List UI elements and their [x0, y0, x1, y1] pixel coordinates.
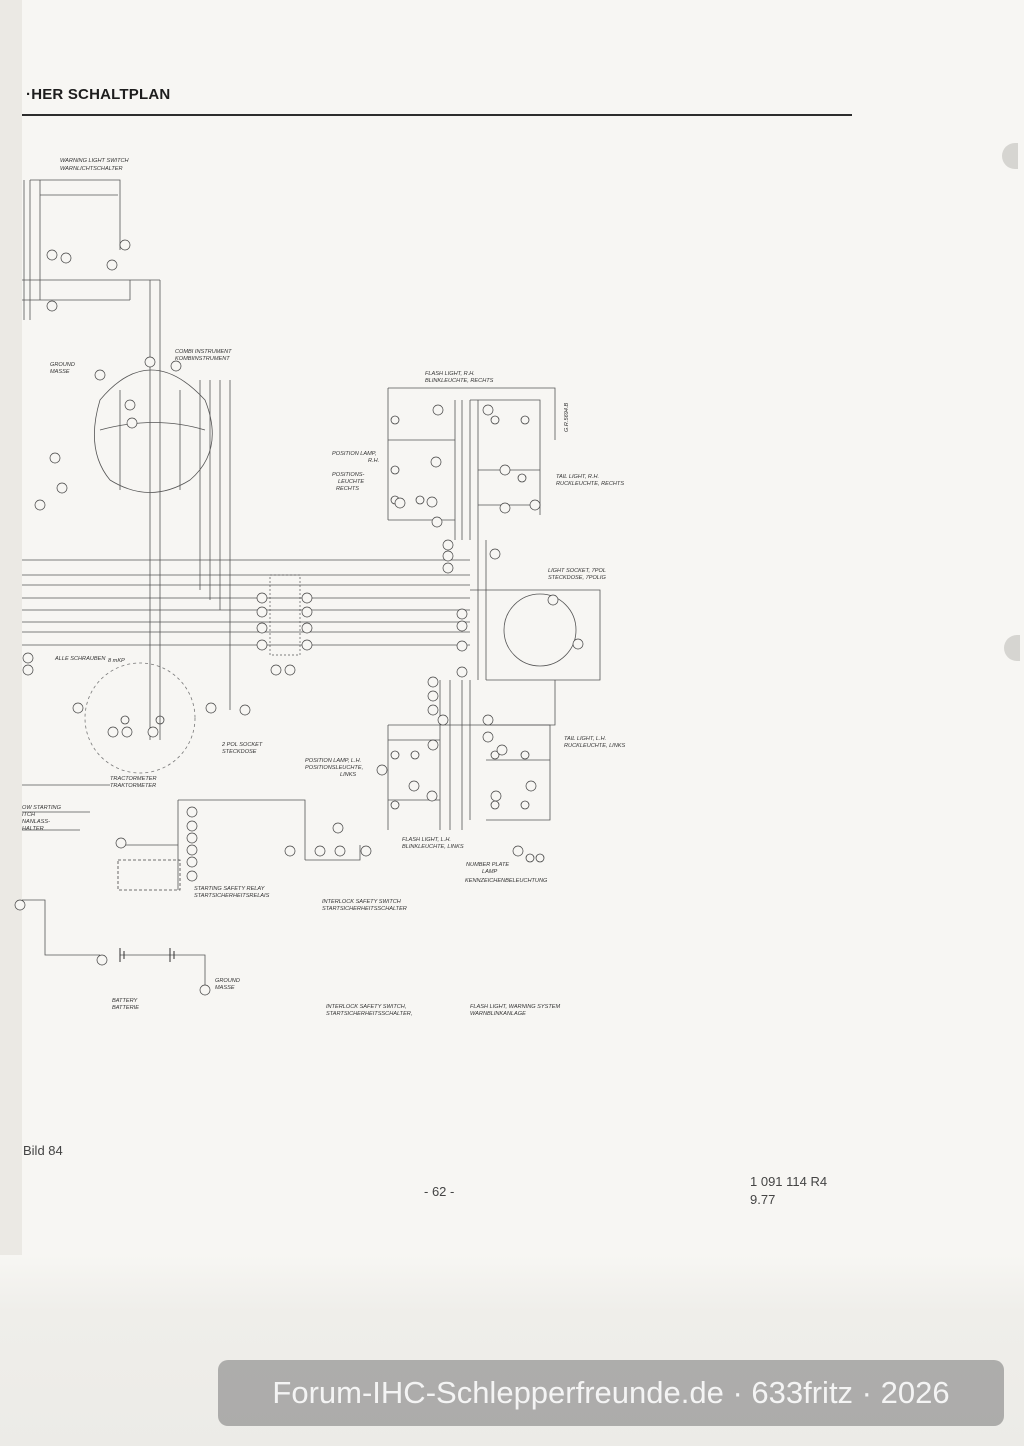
label-starting-safety-relay-de: STARTSICHERHEITSRELAIS: [194, 893, 270, 899]
label-position-lamp-rh-1: POSITION LAMP,: [332, 451, 376, 457]
label-part-number-vertical: G.R.5694.B: [564, 403, 570, 432]
label-flash-light-rh-en: FLASH LIGHT, R.H.: [425, 371, 475, 377]
label-position-lamp-rh-5: RECHTS: [336, 486, 359, 492]
label-position-lamp-lh-2: POSITIONSLEUCHTE,: [305, 765, 363, 771]
label-starting-safety-relay-en: STARTING SAFETY RELAY: [194, 886, 266, 892]
label-position-lamp-lh-1: POSITION LAMP, L.H.: [305, 758, 361, 764]
label-position-lamp-rh-2: R.H.: [368, 458, 379, 464]
label-number-plate-1: NUMBER PLATE: [466, 862, 509, 868]
label-flash-warning-en: FLASH LIGHT, WARNING SYSTEM: [470, 1004, 560, 1010]
label-2pol-socket-de: STECKDOSE: [222, 749, 257, 755]
label-combi-instrument-en: COMBI INSTRUMENT: [175, 349, 232, 355]
document-date: 9.77: [750, 1192, 776, 1207]
label-starting-switch-2: ITCH: [22, 812, 36, 818]
label-interlock-footer-de: STARTSICHERHEITSSCHALTER,: [326, 1011, 412, 1017]
tractormeter-graphic: [84, 662, 196, 774]
label-interlock-switch-en: INTERLOCK SAFETY SWITCH: [322, 899, 402, 905]
connector-block: [269, 574, 301, 656]
label-number-plate-3: KENNZEICHENBELEUCHTUNG: [465, 878, 548, 884]
document-number: 1 091 114 R4: [750, 1174, 828, 1189]
figure-label: Bild 84: [23, 1143, 63, 1158]
label-alle-schrauben: ALLE SCHRAUBEN: [54, 656, 106, 662]
label-ground-top-en: GROUND: [50, 362, 75, 368]
label-starting-switch-3: NANLASS-: [22, 819, 50, 825]
title-rule: [22, 114, 852, 116]
terminal-circles: [14, 239, 584, 996]
label-tractormeter-en: TRACTORMETER: [110, 776, 157, 782]
label-interlock-footer-en: INTERLOCK SAFETY SWITCH,: [326, 1004, 406, 1010]
binder-hole-middle: [1004, 635, 1020, 661]
label-tail-light-rh-en: TAIL LIGHT, R.H.: [556, 474, 599, 480]
label-number-plate-2: LAMP: [482, 869, 498, 875]
label-warning-light-switch-en: WARNING LIGHT SWITCH: [60, 158, 130, 164]
page-number: - 62 -: [424, 1184, 455, 1199]
label-ground-bottom-de: MASSE: [215, 985, 235, 991]
combi-instrument-graphic: [94, 369, 213, 493]
label-tail-light-lh-de: RUCKLEUCHTE, LINKS: [564, 743, 626, 749]
label-light-socket-de: STECKDOSE, 7POLIG: [548, 575, 606, 581]
label-position-lamp-rh-3: POSITIONS-: [332, 472, 364, 478]
label-battery-de: BATTERIE: [112, 1005, 139, 1011]
light-socket-graphic: [503, 593, 577, 667]
label-tractormeter-de: TRAKTORMETER: [110, 783, 156, 789]
label-warning-light-switch-de: WARNLICHTSCHALTER: [60, 166, 123, 172]
label-alle-schrauben-torque: 8 mKP: [108, 658, 125, 664]
label-tail-light-lh-en: TAIL LIGHT, L.H.: [564, 736, 606, 742]
label-ground-bottom-en: GROUND: [215, 978, 240, 984]
label-starting-switch-4: HALTER: [22, 826, 44, 832]
watermark-banner: Forum-IHC-Schlepperfreunde.de · 633fritz…: [218, 1360, 1004, 1426]
label-ground-top-de: MASSE: [50, 369, 70, 375]
binder-hole-top: [1002, 143, 1018, 169]
label-position-lamp-lh-3: LINKS: [340, 772, 356, 778]
label-light-socket-en: LIGHT SOCKET, 7POL: [548, 568, 606, 574]
label-battery-en: BATTERY: [112, 998, 138, 1004]
label-starting-switch-1: OW STARTING: [22, 805, 62, 811]
label-2pol-socket-en: 2 POL SOCKET: [221, 742, 263, 748]
label-flash-warning-de: WARNBLINKANLAGE: [470, 1011, 526, 1017]
label-position-lamp-rh-4: LEUCHTE: [338, 479, 364, 485]
label-interlock-switch-de: STARTSICHERHEITSSCHALTER: [322, 906, 407, 912]
diagram-labels: WARNING LIGHT SWITCH WARNLICHTSCHALTER C…: [22, 158, 626, 1017]
label-combi-instrument-de: KOMBIINSTRUMENT: [175, 356, 230, 362]
label-flash-light-lh-de: BLINKLEUCHTE, LINKS: [402, 844, 464, 850]
scan-left-strip: [0, 0, 22, 1446]
page-title: ·HER SCHALTPLAN: [26, 86, 171, 103]
relay-box: [117, 859, 181, 891]
wires: [22, 179, 601, 985]
battery-symbol: [119, 948, 175, 962]
label-tail-light-rh-de: RUCKLEUCHTE, RECHTS: [556, 481, 624, 487]
label-flash-light-rh-de: BLINKLEUCHTE, RECHTS: [425, 378, 494, 384]
label-flash-light-lh-en: FLASH LIGHT, L.H.: [402, 837, 451, 843]
